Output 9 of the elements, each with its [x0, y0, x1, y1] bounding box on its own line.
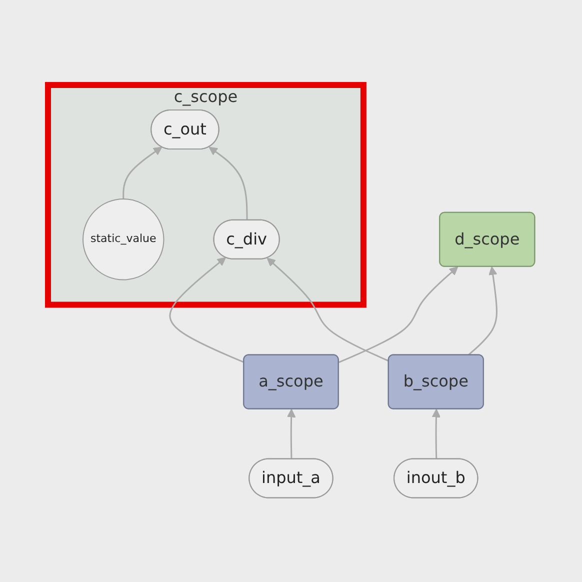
arrow [122, 146, 162, 199]
arrow [286, 408, 296, 459]
arrow [431, 408, 440, 459]
arrow [208, 146, 248, 220]
arrow [467, 266, 498, 356]
arrow [266, 257, 389, 362]
arrow [168, 256, 244, 363]
node-circle: static_value [82, 198, 164, 280]
arrow [338, 266, 458, 363]
